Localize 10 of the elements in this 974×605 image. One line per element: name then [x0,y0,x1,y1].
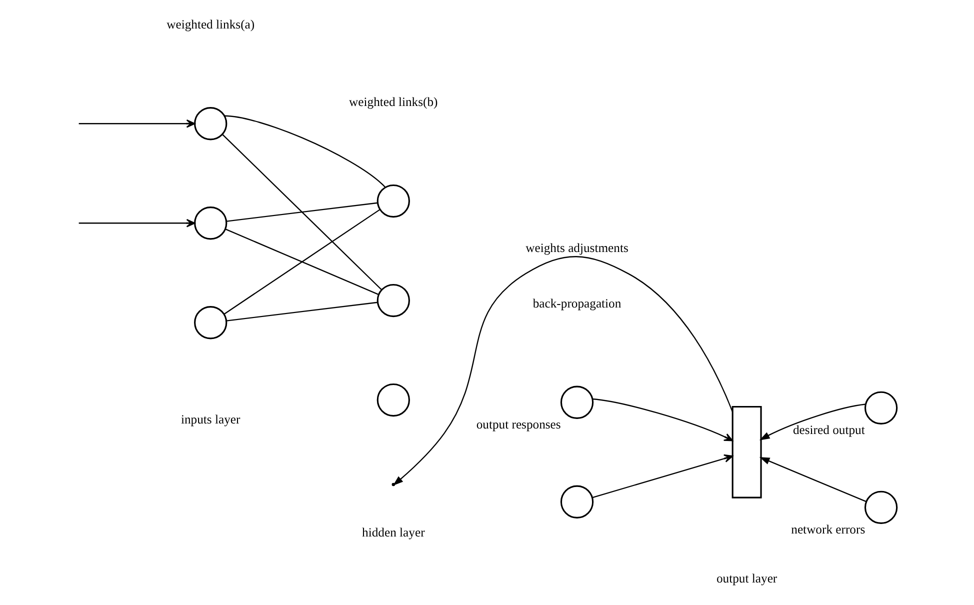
node-label: output responses [476,417,560,432]
label: back-propagation [532,296,621,310]
edge-label: weights adjustments [525,241,628,256]
node-label: network errors [790,522,865,536]
label: hidden layer [362,525,424,540]
node-label: desired output [792,422,864,437]
label: weighted links(b) [348,95,438,110]
label: weighted links(a) [166,18,254,32]
label: output layer [716,571,777,586]
label: inputs layer [180,412,240,427]
